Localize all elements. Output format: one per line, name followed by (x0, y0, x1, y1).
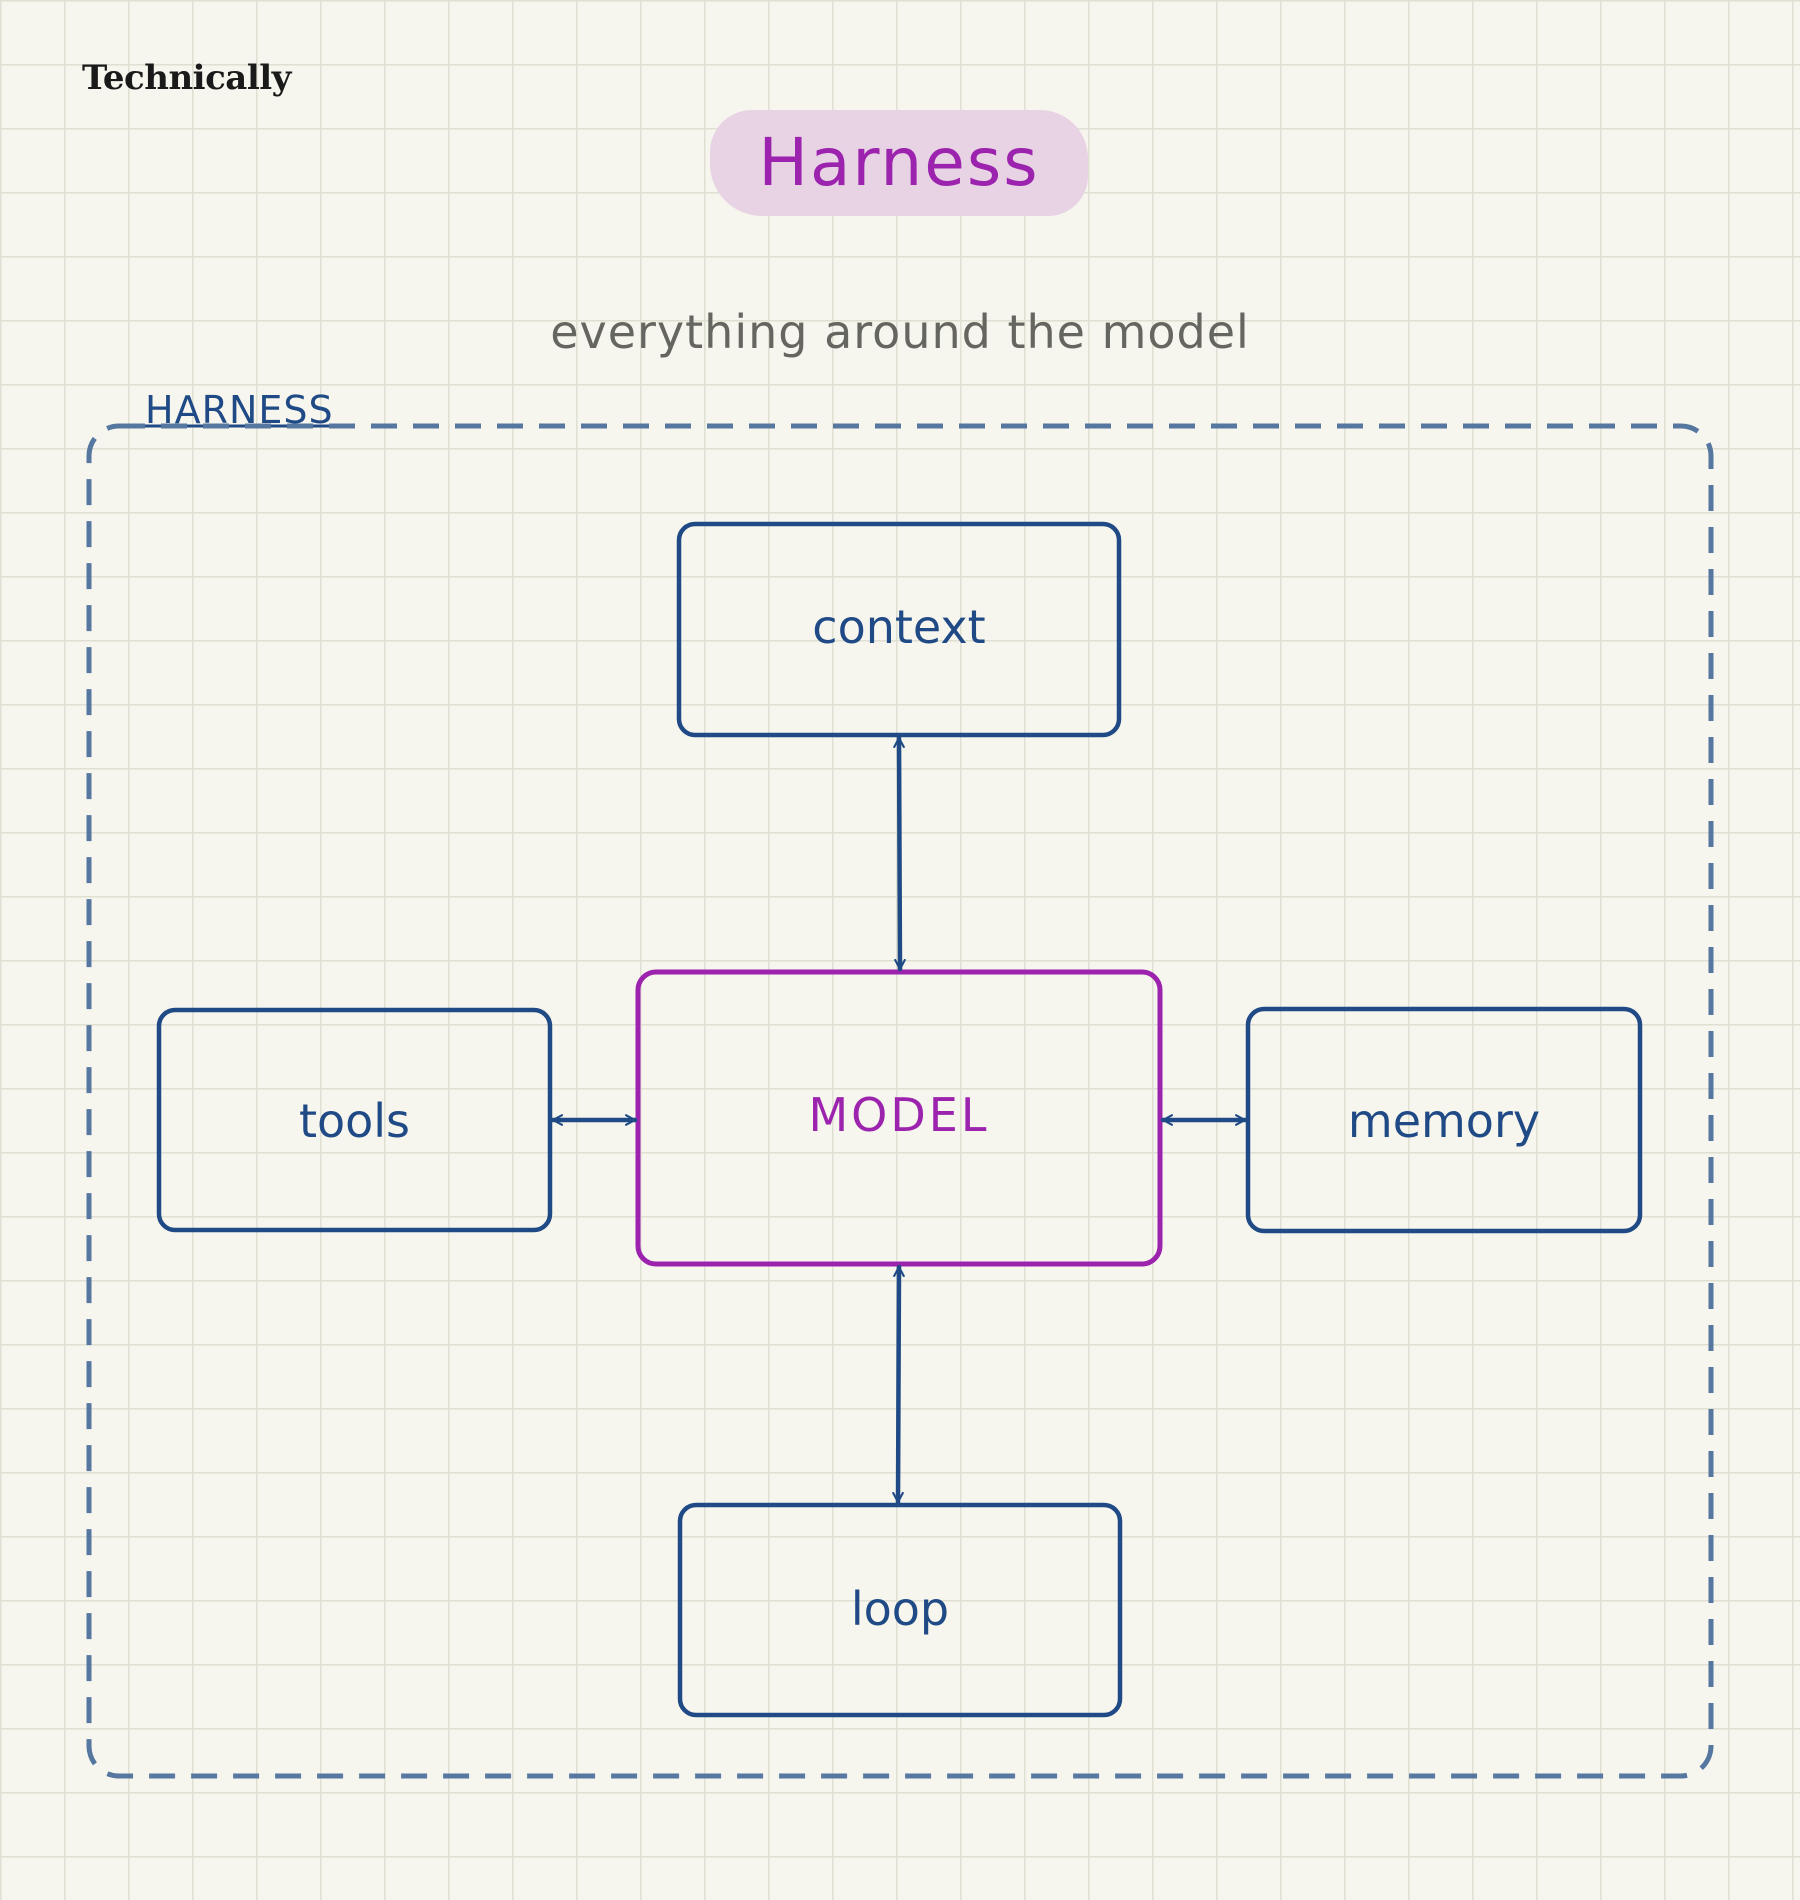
loop-label: loop (850, 1582, 950, 1636)
context-label: context (812, 600, 986, 654)
memory-label: memory (1347, 1094, 1541, 1148)
diagram-title: Harness (758, 124, 1040, 201)
tools-box (156, 1007, 553, 1233)
diagram-subtitle: everything around the model (550, 305, 1250, 359)
title-highlight (710, 110, 1088, 216)
context-box (676, 521, 1122, 738)
tools-label: tools (298, 1094, 411, 1148)
loop-box (677, 1502, 1123, 1718)
arrow-context-model (893, 735, 906, 972)
memory-box (1245, 1006, 1643, 1234)
harness-container (86, 423, 1714, 1779)
model-box (635, 969, 1163, 1267)
arrow-model-loop (892, 1264, 905, 1505)
model-label: MODEL (808, 1088, 990, 1142)
brand-logo: Technically (82, 58, 291, 98)
